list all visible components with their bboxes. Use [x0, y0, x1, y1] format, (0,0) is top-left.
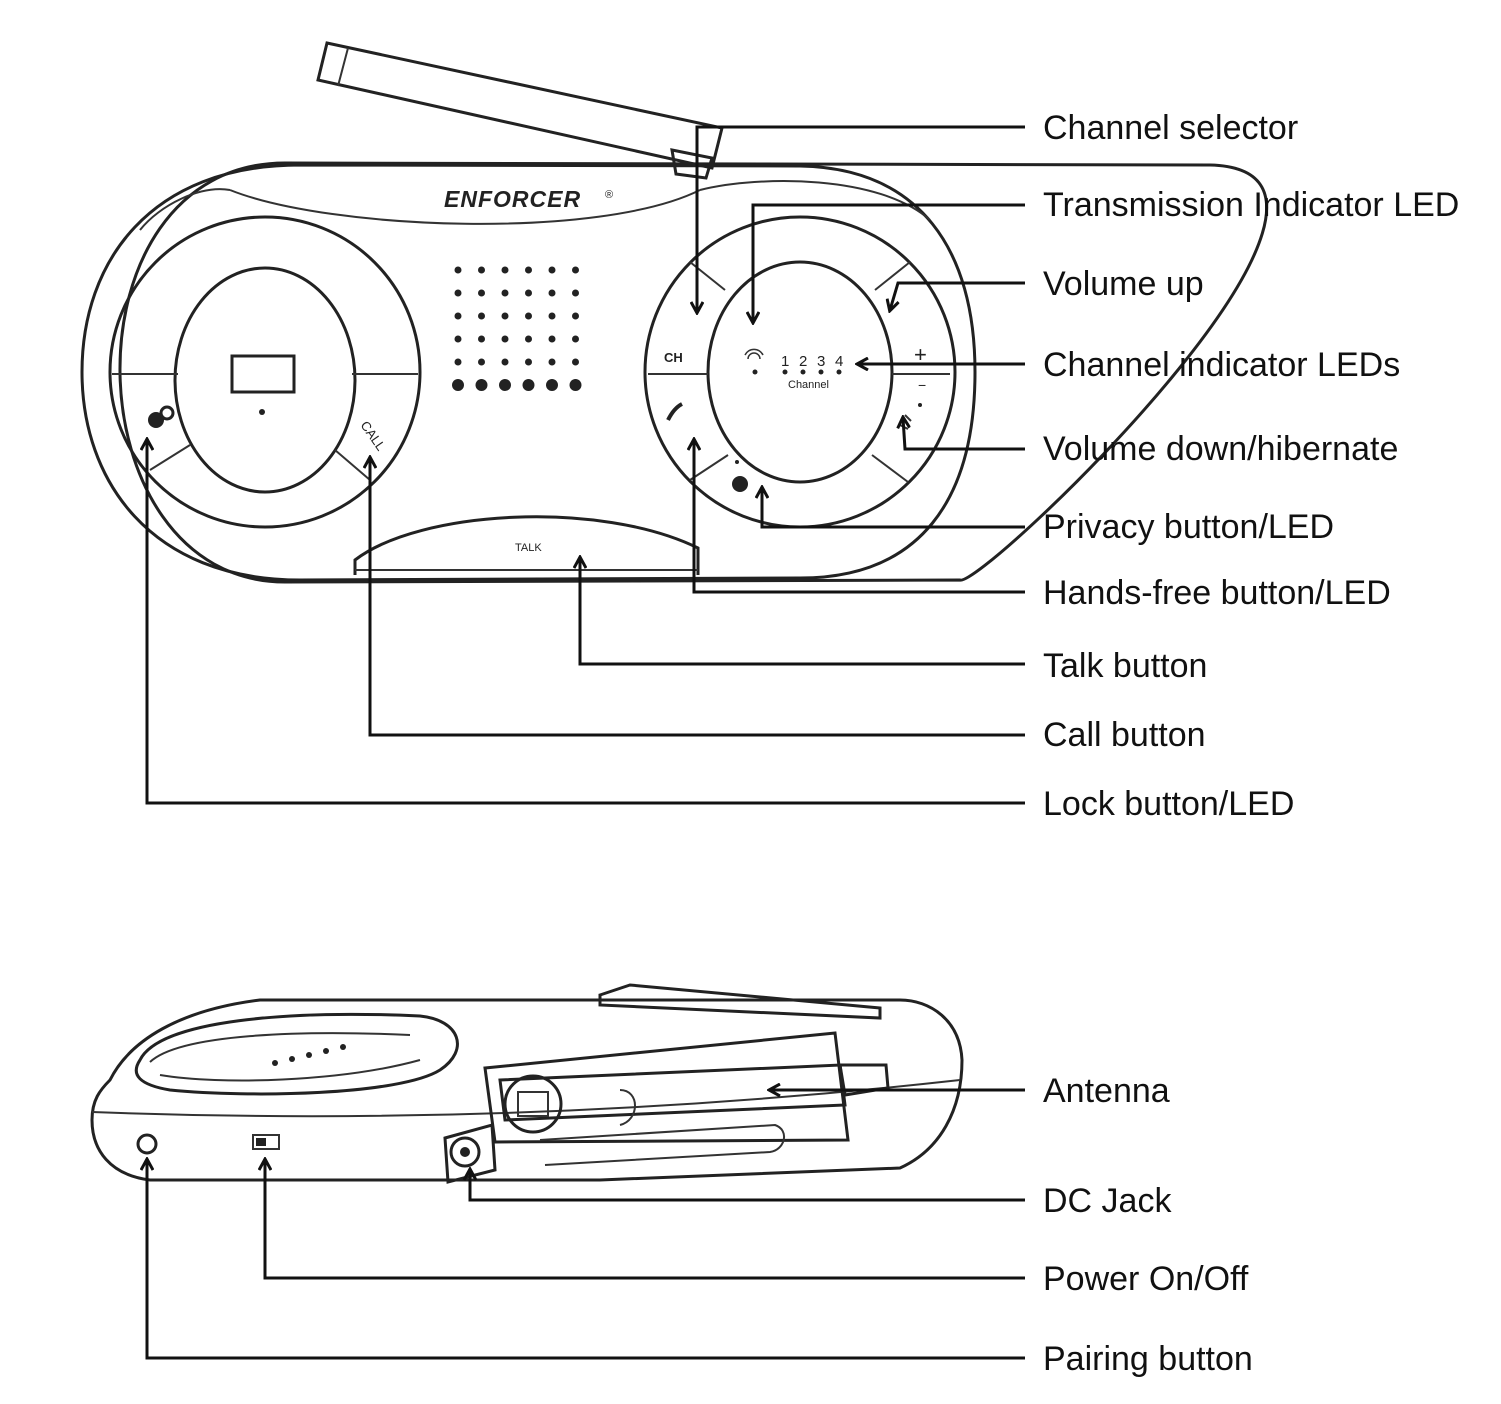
channel-number-3: 3 [817, 353, 825, 370]
label-privacy: Privacy button/LED [1043, 508, 1334, 546]
label-channel-selector: Channel selector [1043, 109, 1298, 147]
grille-hole [501, 289, 509, 297]
leader-transmission-led [753, 203, 1025, 322]
channel-print: Channel [788, 379, 829, 391]
left-status-dot [259, 409, 265, 415]
side-disk [134, 1012, 459, 1096]
antenna-drawing [316, 41, 724, 180]
channel-number-2: 2 [799, 353, 807, 370]
speaker-grille [452, 266, 582, 391]
label-talk: Talk button [1043, 647, 1207, 685]
grille-hole [546, 379, 558, 391]
brand-logo: ENFORCER [444, 186, 581, 212]
grille-hole [454, 266, 462, 274]
talk-bar: TALK [353, 515, 700, 575]
grille-hole [525, 266, 532, 274]
grille-hole [548, 335, 556, 343]
grille-hole [454, 289, 462, 297]
channel-number-4: 4 [835, 353, 843, 370]
label-pairing: Pairing button [1043, 1340, 1253, 1378]
dc-jack [443, 1123, 497, 1184]
grille-hole [478, 312, 485, 320]
grille-hole [548, 289, 556, 297]
grille-hole [478, 266, 485, 274]
front-view: ENFORCER ® CALL [80, 41, 1268, 584]
leader-pairing [147, 1160, 1025, 1360]
channel-number-1: 1 [781, 353, 789, 370]
grille-hole [525, 289, 532, 297]
call-button-print: CALL [358, 418, 389, 453]
leader-lines [147, 125, 1025, 1360]
grille-hole [454, 312, 462, 320]
lock-icon [148, 405, 175, 428]
grille-hole [454, 358, 462, 366]
leader-volume-down [903, 418, 1025, 451]
grille-hole [501, 266, 509, 274]
side-view [90, 983, 964, 1184]
privacy-icon [732, 460, 748, 492]
grille-hole [548, 312, 556, 320]
grille-hole [501, 358, 509, 366]
device-body-outline [118, 161, 1268, 584]
grille-hole [475, 379, 488, 391]
grille-hole [572, 335, 579, 343]
channel-led-dots [752, 369, 842, 375]
leader-lock [147, 440, 1025, 805]
leader-call [370, 458, 1025, 737]
label-channel-leds: Channel indicator LEDs [1043, 346, 1400, 384]
brand-mark: ® [605, 189, 613, 201]
wifi-icon [744, 348, 764, 360]
side-antenna [483, 1031, 890, 1166]
left-display-window [230, 354, 296, 394]
grille-hole [525, 358, 532, 366]
grille-hole [572, 358, 579, 366]
leader-volume-up [890, 281, 1025, 310]
left-control-disk: CALL [108, 215, 422, 529]
plus-print: + [914, 342, 927, 367]
leader-talk [580, 558, 1025, 666]
label-call: Call button [1043, 716, 1206, 754]
minus-print: − [918, 377, 926, 393]
grille-hole [525, 312, 532, 320]
hands-free-icon [666, 402, 683, 421]
grille-hole [478, 289, 485, 297]
ch-button-print: CH [664, 350, 683, 365]
pairing-button [136, 1133, 158, 1155]
grille-hole [478, 358, 485, 366]
label-antenna: Antenna [1043, 1072, 1170, 1110]
grille-hole [522, 379, 535, 391]
label-volume-down: Volume down/hibernate [1043, 430, 1398, 468]
leader-privacy [762, 488, 1025, 529]
grille-hole [569, 379, 582, 391]
grille-hole [525, 335, 532, 343]
leader-dc-jack [470, 1170, 1025, 1202]
grille-hole [572, 289, 579, 297]
grille-hole [452, 379, 464, 391]
grille-hole [501, 335, 509, 343]
leader-channel-selector [697, 125, 1025, 312]
grille-hole [499, 379, 511, 391]
grille-hole [572, 312, 579, 320]
label-hands-free: Hands-free button/LED [1043, 574, 1391, 612]
grille-hole [454, 335, 462, 343]
label-transmission-led: Transmission Indicator LED [1043, 186, 1459, 224]
power-switch [252, 1134, 280, 1150]
right-control-disk: CH + − 1 2 3 4 Channel [643, 215, 957, 529]
talk-button-print: TALK [515, 542, 542, 554]
grille-hole [548, 266, 556, 274]
label-power: Power On/Off [1043, 1260, 1249, 1298]
leader-hands-free [694, 440, 1025, 594]
grille-hole [572, 266, 579, 274]
side-body-outline [90, 998, 964, 1182]
grille-hole [478, 335, 485, 343]
label-dc-jack: DC Jack [1043, 1182, 1172, 1220]
callout-labels: Channel selector Transmission Indicator … [1043, 109, 1459, 1378]
leader-power [265, 1160, 1025, 1280]
label-volume-up: Volume up [1043, 265, 1204, 303]
grille-hole [548, 358, 556, 366]
label-lock: Lock button/LED [1043, 785, 1294, 823]
grille-hole [501, 312, 509, 320]
